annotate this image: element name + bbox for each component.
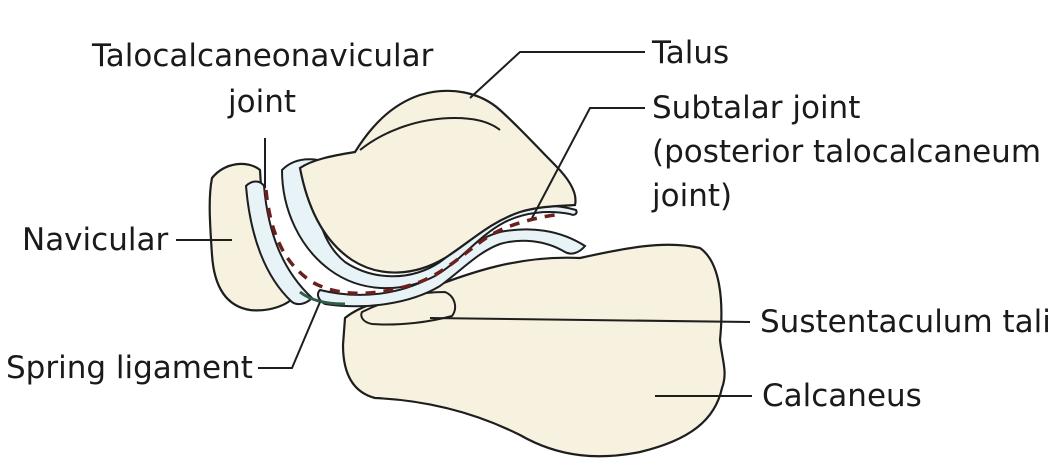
talus-bone xyxy=(298,89,577,274)
label-navicular: Navicular xyxy=(22,222,169,258)
leader-spring xyxy=(258,301,321,369)
label-spring-ligament: Spring ligament xyxy=(6,350,253,386)
leader-talus xyxy=(469,51,645,99)
leader-sustentaculum xyxy=(429,317,751,323)
leader-subtalar xyxy=(531,107,645,219)
label-sustentaculum-tali: Sustentaculum tali xyxy=(760,304,1051,340)
joint-cavity-dashed-line xyxy=(264,189,563,295)
label-tcn-joint-line1: Talocalcaneonavicular xyxy=(92,38,434,74)
label-talus: Talus xyxy=(652,35,730,71)
label-subtalar-line3: joint) xyxy=(652,178,733,214)
label-calcaneus: Calcaneus xyxy=(762,378,922,414)
label-subtalar-line1: Subtalar joint xyxy=(652,90,861,126)
spring-ligament xyxy=(299,290,346,306)
label-subtalar-line2: (posterior talocalcaneum xyxy=(652,134,1042,170)
talus-ridge-line xyxy=(359,116,501,151)
label-tcn-joint-line2: joint xyxy=(228,84,296,120)
